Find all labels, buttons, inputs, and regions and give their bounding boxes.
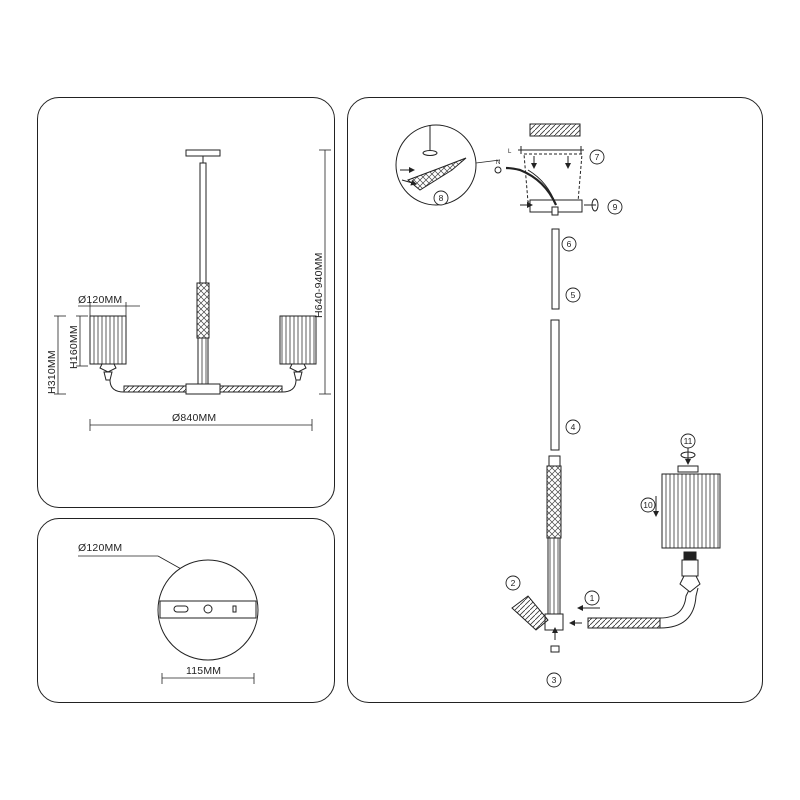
step-7-number: 7 (595, 152, 600, 162)
shade-height-label: H160MM (68, 325, 80, 369)
step-9-number: 9 (613, 202, 618, 212)
step-4-number: 4 (571, 422, 576, 432)
step-callout-10: 10 (640, 497, 656, 513)
canopy-plate-drawing (78, 555, 259, 684)
step-2-number: 2 (511, 578, 516, 588)
step-callout-9: 9 (607, 199, 623, 215)
dimension-lines (54, 149, 331, 431)
step-10-number: 10 (643, 500, 653, 510)
overall-height-label: H310MM (46, 350, 58, 394)
wire-neutral-label: N (496, 160, 500, 166)
arm-shade-assembly (569, 446, 721, 629)
step-callout-1: 1 (584, 590, 600, 606)
dimensions-panel (37, 97, 335, 508)
span-diameter-label: Ø840MM (172, 412, 216, 424)
step-callout-6: 6 (561, 236, 577, 252)
step-5-number: 5 (571, 290, 576, 300)
step-3-number: 3 (552, 675, 557, 685)
shade-diameter-label: Ø120MM (78, 294, 122, 306)
step-callout-4: 4 (565, 419, 581, 435)
step-8-number: 8 (439, 193, 444, 203)
mounting-distance-label: 115MM (186, 665, 221, 677)
step-callout-8: 8 (433, 190, 449, 206)
step-callout-11: 11 (680, 433, 696, 449)
plate-diameter-label: Ø120MM (78, 542, 122, 554)
step-callout-3: 3 (546, 672, 562, 688)
chandelier-front-view (89, 149, 317, 395)
ceiling-mount-assembly (395, 123, 599, 216)
step-callout-2: 2 (505, 575, 521, 591)
step-6-number: 6 (567, 239, 572, 249)
step-1-number: 1 (590, 593, 595, 603)
step-callout-7: 7 (589, 149, 605, 165)
step-11-number: 11 (684, 436, 693, 446)
step-callout-5: 5 (565, 287, 581, 303)
wire-live-label: L (508, 149, 512, 155)
rod-assembly (511, 228, 564, 653)
total-height-range-label: H640-940MM (313, 252, 325, 318)
